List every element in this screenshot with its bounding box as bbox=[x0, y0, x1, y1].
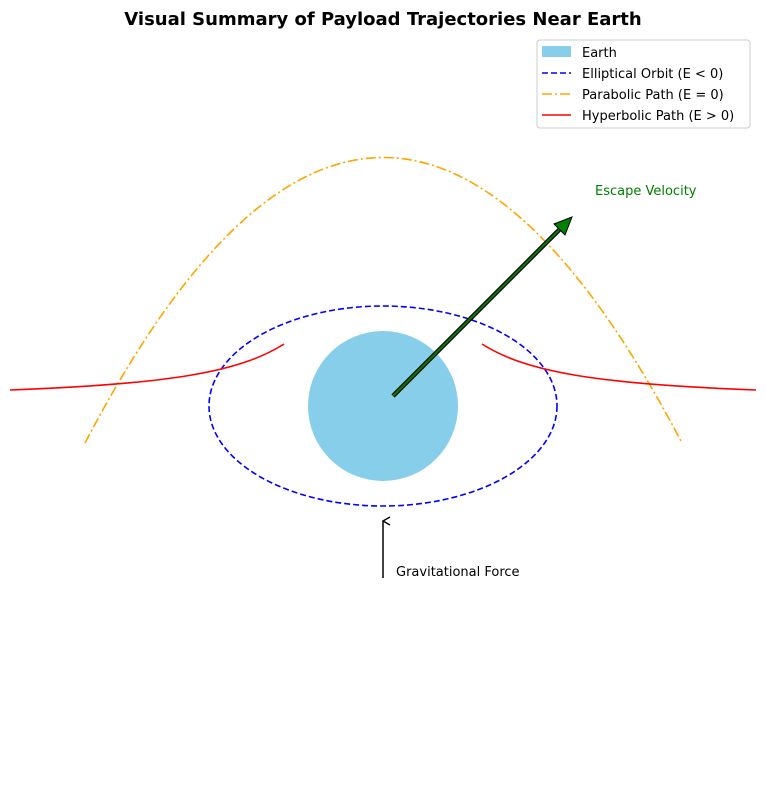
hyperbolic-path-right bbox=[481, 343, 757, 391]
elliptical-orbit bbox=[208, 305, 558, 507]
legend-earth-label: Earth bbox=[582, 46, 617, 61]
parabolic-path bbox=[84, 156, 683, 444]
legend-earth-swatch bbox=[542, 46, 571, 57]
legend-hyperbolic-label: Hyperbolic Path (E > 0) bbox=[582, 109, 734, 124]
gravitational-force-label: Gravitational Force bbox=[396, 565, 520, 580]
chart-title: Visual Summary of Payload Trajectories N… bbox=[124, 9, 641, 30]
legend-parabolic-label: Parabolic Path (E = 0) bbox=[582, 88, 724, 103]
hyperbolic-path-left bbox=[9, 343, 285, 391]
legend: Earth Elliptical Orbit (E < 0) Parabolic… bbox=[536, 39, 751, 129]
escape-velocity-label: Escape Velocity bbox=[595, 184, 697, 199]
legend-elliptical-label: Elliptical Orbit (E < 0) bbox=[582, 67, 723, 82]
escape-velocity-arrow bbox=[391, 216, 573, 398]
